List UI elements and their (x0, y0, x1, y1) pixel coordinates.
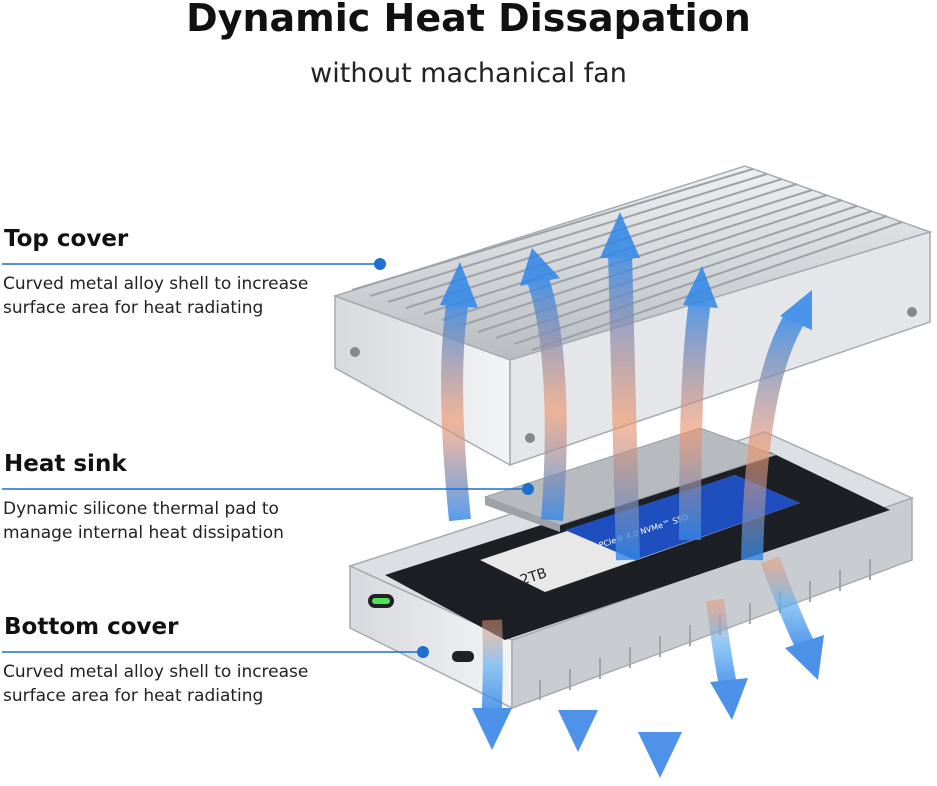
bottom-cover-description: Curved metal alloy shell to increase sur… (3, 660, 343, 708)
heat-sink-desc-line2: manage internal heat dissipation (3, 523, 284, 543)
top-cover-description: Curved metal alloy shell to increase sur… (3, 272, 343, 320)
heat-arrow-icon (440, 262, 478, 522)
top-cover-desc-line1: Curved metal alloy shell to increase (3, 274, 309, 294)
bottom-cover-leader-line (2, 646, 429, 658)
top-cover-title: Top cover (4, 226, 129, 252)
heat-arrow-icon (638, 600, 682, 778)
ssd-capacity-label: 2TB (518, 565, 549, 589)
bottom-cover-title: Bottom cover (4, 614, 179, 640)
heat-arrow-icon (520, 248, 567, 521)
heat-arrow-icon (760, 556, 824, 680)
top-cover-leader-line (2, 258, 386, 270)
page-subtitle: without machanical fan (310, 58, 627, 89)
heat-sink-leader-line (2, 483, 534, 495)
heat-sink-description: Dynamic silicone thermal pad to manage i… (3, 497, 343, 545)
heat-arrow-icon (741, 290, 812, 561)
page-title: Dynamic Heat Dissapation (186, 0, 751, 40)
heat-sink-desc-line1: Dynamic silicone thermal pad to (3, 499, 279, 519)
top-cover-desc-line2: surface area for heat radiating (3, 298, 264, 318)
heat-arrow-icon (472, 619, 512, 750)
bottom-cover-desc-line1: Curved metal alloy shell to increase (3, 662, 309, 682)
usb-c-port-icon (452, 651, 474, 662)
heat-sink-title: Heat sink (4, 451, 127, 477)
heat-arrow-icon (600, 212, 640, 561)
heat-arrow-icon (706, 598, 748, 720)
heat-arrow-icon (558, 610, 598, 752)
heat-arrow-icon (679, 266, 718, 541)
bottom-cover-desc-line2: surface area for heat radiating (3, 686, 264, 706)
